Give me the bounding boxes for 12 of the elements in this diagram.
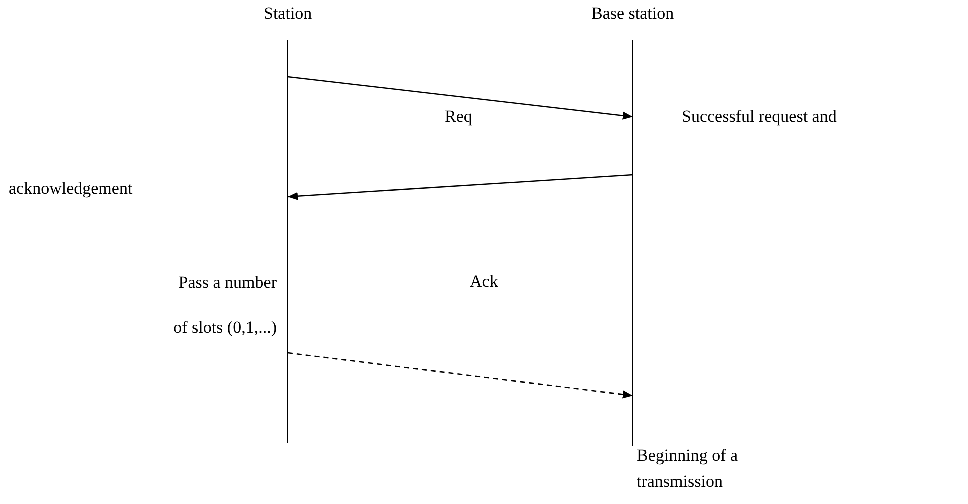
annotation-text: Successful request and (682, 107, 837, 127)
annotation-text: acknowledgement (9, 179, 133, 199)
annotation-text: Pass a number of slots (0,1,...) (172, 272, 277, 338)
annotation-text: Ack (470, 272, 498, 292)
lifeline (287, 40, 288, 443)
lifeline-title: Station (264, 4, 312, 24)
dashed-arrow (288, 352, 634, 399)
annotation-text: Beginning of a transmission (637, 445, 740, 493)
arrow (288, 174, 634, 200)
lifeline (632, 40, 633, 446)
arrow (288, 76, 634, 120)
lifeline-title: Base station (592, 4, 674, 24)
